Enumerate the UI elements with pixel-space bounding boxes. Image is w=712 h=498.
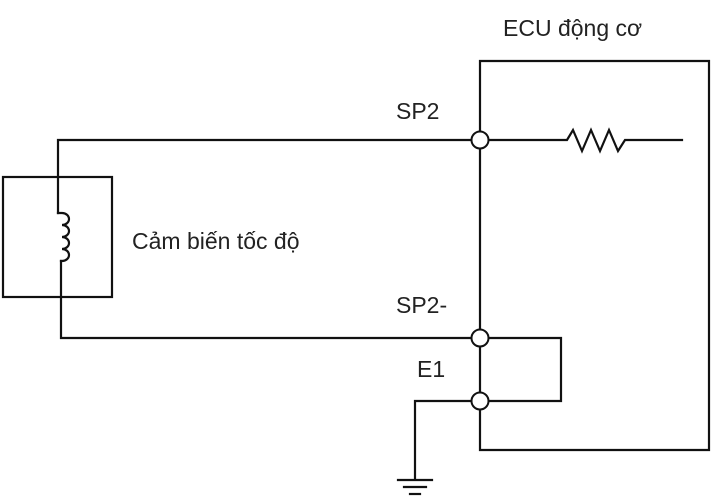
terminal-sp2 xyxy=(470,130,490,150)
resistor-icon xyxy=(478,127,684,154)
wire-ground xyxy=(413,399,482,481)
sensor-label: Cảm biến tốc độ xyxy=(132,228,299,254)
wire-sp2 xyxy=(56,138,482,215)
inductor-icon xyxy=(56,211,71,263)
wire-jumper xyxy=(478,336,563,403)
terminal-sp2-minus xyxy=(470,328,490,348)
terminal-label-sp2-minus: SP2- xyxy=(396,292,447,318)
ground-icon xyxy=(396,478,434,496)
ecu-box xyxy=(478,59,711,452)
ecu-title: ECU động cơ xyxy=(503,15,642,41)
terminal-label-sp2: SP2 xyxy=(396,98,439,124)
terminal-e1 xyxy=(470,391,490,411)
wire-sp2-minus xyxy=(59,259,482,340)
terminal-label-e1: E1 xyxy=(417,356,445,382)
